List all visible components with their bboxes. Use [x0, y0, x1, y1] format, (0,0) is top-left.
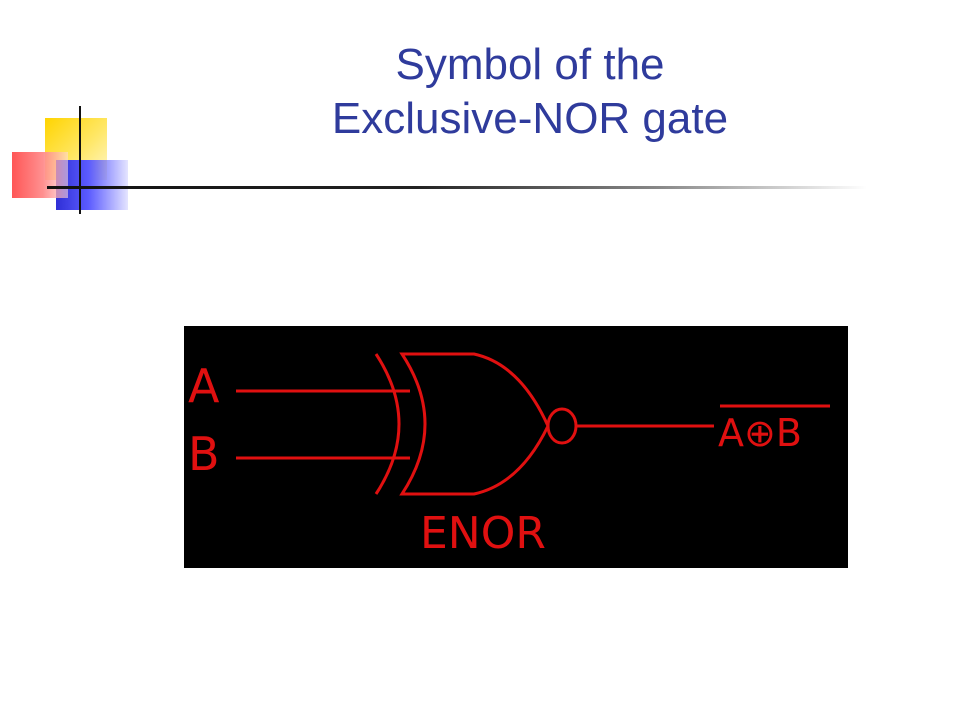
input-b-label: B [188, 427, 220, 481]
gate-name-label: ENOR [420, 508, 546, 559]
decorative-vertical-line [79, 106, 81, 214]
decorative-blue-square [56, 160, 128, 210]
xnor-gate-svg: A B A⊕B ENOR [188, 352, 830, 559]
title-underline [47, 186, 867, 189]
slide-title: Symbol of the Exclusive-NOR gate [140, 38, 920, 146]
or-gate-body [399, 352, 550, 496]
xnor-gate-diagram: A B A⊕B ENOR [184, 326, 848, 568]
title-line-1: Symbol of the [395, 40, 665, 89]
xor-input-curve [374, 353, 401, 495]
decorative-red-square [12, 152, 68, 198]
inversion-bubble [546, 407, 578, 445]
input-a-label: A [188, 359, 220, 413]
output-expression: A⊕B [718, 411, 802, 455]
title-line-2: Exclusive-NOR gate [331, 94, 729, 143]
